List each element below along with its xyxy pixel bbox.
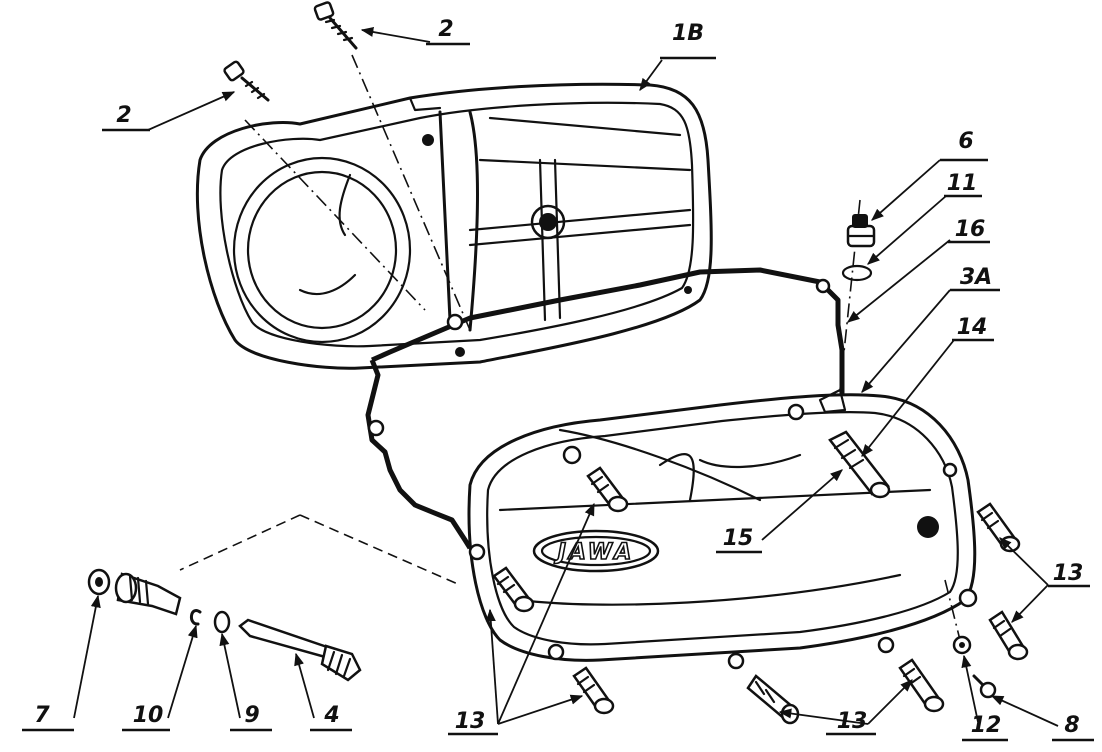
- callout-labels: 2 2 1B 6 11 16 3A 14 15 13 13 13 7 10 9 …: [22, 17, 1094, 742]
- screw-13-right-b: [988, 610, 1029, 661]
- screw-8: [972, 674, 997, 699]
- callout-13-right: 13: [1053, 561, 1084, 586]
- plug-6: [846, 214, 876, 248]
- bushing: [114, 572, 182, 616]
- callout-2-top: 2: [438, 17, 453, 42]
- nut-7: [87, 568, 111, 596]
- screw-13-bottom: [572, 666, 615, 715]
- callout-3a: 3A: [960, 265, 992, 290]
- callout-12: 12: [971, 713, 1002, 738]
- screw-13-left: [492, 566, 535, 613]
- callout-10: 10: [133, 703, 164, 728]
- gasket-16: [365, 267, 845, 550]
- callout-1b: 1B: [672, 21, 704, 46]
- screw-13-upper: [586, 466, 629, 513]
- brand-logo-text: JAWA: [554, 540, 635, 565]
- callout-16: 16: [955, 217, 986, 242]
- leader-lines: [73, 27, 1059, 727]
- shaft-4: [238, 618, 362, 682]
- callout-8: 8: [1064, 713, 1079, 738]
- washer-9: [213, 610, 231, 634]
- callout-7: 7: [34, 703, 50, 728]
- callout-4: 4: [323, 703, 339, 728]
- screw-2-top: [313, 1, 358, 50]
- oring-11: [841, 264, 873, 282]
- screw-2-left: [223, 60, 270, 102]
- screw-13-right-a: [976, 502, 1021, 553]
- cover-3a: JAWA: [467, 388, 978, 670]
- circlip-10: [190, 609, 202, 626]
- callout-13-bottom-mid: 13: [837, 709, 868, 734]
- callout-15: 15: [723, 526, 754, 551]
- callout-13-bottom-left: 13: [455, 709, 486, 734]
- callout-11: 11: [947, 171, 978, 196]
- screw-13-mid: [746, 674, 800, 725]
- cover-1b: [195, 82, 713, 370]
- screw-14: [828, 430, 891, 499]
- callout-2-left: 2: [116, 103, 131, 128]
- callout-9: 9: [244, 703, 259, 728]
- callout-14: 14: [957, 315, 988, 340]
- callout-6: 6: [958, 129, 973, 154]
- washer-12: [952, 635, 972, 655]
